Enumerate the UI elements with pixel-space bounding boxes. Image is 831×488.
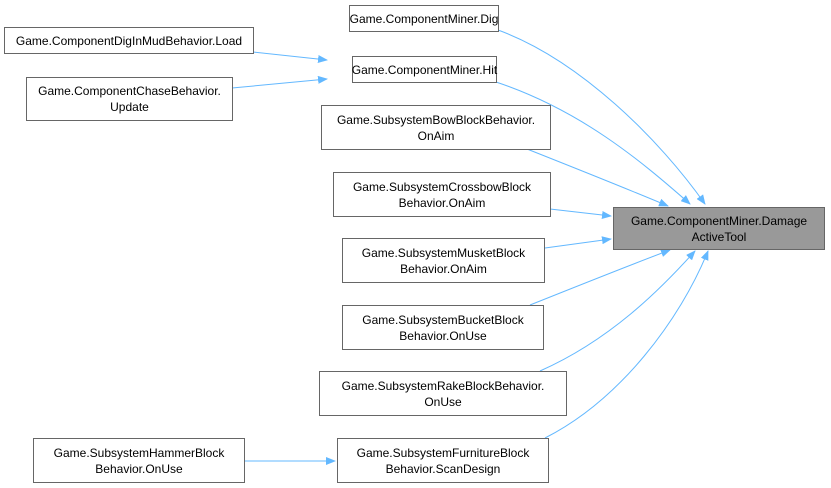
node-hammer-block-onuse[interactable]: Game.SubsystemHammerBlock Behavior.OnUse xyxy=(33,438,245,483)
node-component-miner-hit[interactable]: Game.ComponentMiner.Hit xyxy=(352,56,497,83)
node-dig-in-mud-load[interactable]: Game.ComponentDigInMudBehavior.Load xyxy=(4,27,254,54)
node-crossbow-block-onaim[interactable]: Game.SubsystemCrossbowBlock Behavior.OnA… xyxy=(333,172,551,217)
edge-rake-target xyxy=(539,250,696,372)
node-bow-block-onaim[interactable]: Game.SubsystemBowBlockBehavior. OnAim xyxy=(321,105,551,150)
node-chase-behavior-update[interactable]: Game.ComponentChaseBehavior. Update xyxy=(26,77,233,121)
edge-chase-hit xyxy=(231,75,328,89)
node-component-miner-dig[interactable]: Game.ComponentMiner.Dig xyxy=(349,5,499,32)
edge-crossbow-target xyxy=(549,208,612,219)
node-furniture-block-scandesign[interactable]: Game.SubsystemFurnitureBlock Behavior.Sc… xyxy=(337,438,549,483)
edge-dig-target xyxy=(497,29,706,205)
node-rake-block-onuse[interactable]: Game.SubsystemRakeBlockBehavior. OnUse xyxy=(319,371,567,416)
node-musket-block-onaim[interactable]: Game.SubsystemMusketBlock Behavior.OnAim xyxy=(342,238,545,283)
edge-bow-target xyxy=(526,148,669,207)
node-target-damage-active-tool: Game.ComponentMiner.Damage ActiveTool xyxy=(613,207,825,250)
edge-hit-target xyxy=(495,81,691,205)
edge-musket-target xyxy=(544,236,612,249)
edge-load-hit xyxy=(252,51,328,64)
edge-furniture-target xyxy=(544,250,709,439)
edge-bucket-target xyxy=(529,249,671,306)
node-bucket-block-onuse[interactable]: Game.SubsystemBucketBlock Behavior.OnUse xyxy=(342,305,544,350)
